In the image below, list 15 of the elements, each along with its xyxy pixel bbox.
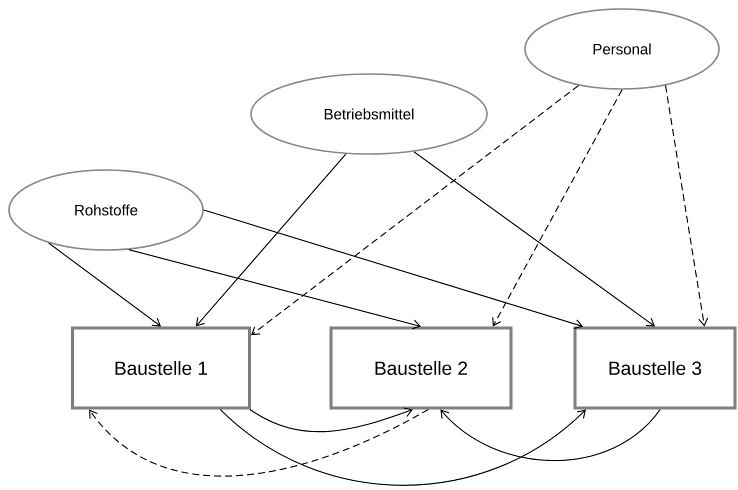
site-box: Baustelle 2 [330, 326, 512, 410]
arrow [196, 154, 346, 326]
arrow [250, 407, 413, 432]
arrow [220, 409, 586, 486]
arrow [48, 242, 161, 326]
arrow [204, 209, 584, 329]
arrow [414, 151, 655, 326]
arrow [440, 409, 661, 462]
arrow [492, 90, 622, 326]
arrow [128, 249, 421, 330]
arrow [251, 85, 579, 336]
site-box: Baustelle 3 [574, 326, 736, 410]
arrow [665, 85, 708, 326]
site-box: Baustelle 1 [71, 326, 251, 410]
arrow [89, 409, 429, 476]
